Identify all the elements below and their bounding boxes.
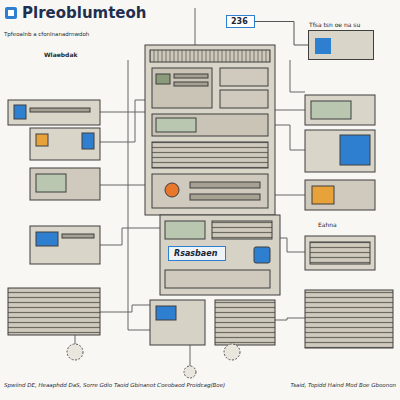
server-rack	[174, 74, 208, 78]
server-rack	[145, 45, 275, 215]
wire	[75, 8, 305, 366]
side-panel	[305, 130, 375, 172]
side-panel	[30, 128, 100, 160]
tag-box: Rsasbaen	[168, 246, 226, 261]
server-rack	[156, 118, 196, 132]
lower-unit	[160, 215, 280, 295]
wire	[100, 185, 148, 186]
wire	[275, 110, 305, 111]
side-panel	[311, 101, 351, 119]
side-panel	[8, 100, 100, 125]
server-rack	[152, 68, 212, 108]
wire	[100, 228, 160, 245]
note-label: Wlaebdak	[44, 52, 124, 59]
wire	[275, 125, 305, 150]
side-panel	[8, 95, 393, 348]
server-rack	[150, 50, 270, 62]
side-panel	[305, 236, 375, 270]
side-panel	[305, 290, 393, 348]
wire	[100, 112, 148, 113]
side-panel	[14, 105, 26, 119]
side-panel	[36, 134, 48, 146]
side-panel	[310, 242, 370, 264]
server-rack	[220, 68, 268, 86]
side-panel	[36, 174, 66, 192]
wire	[275, 318, 305, 320]
wire	[290, 60, 305, 92]
server-rack	[190, 194, 260, 200]
lower-unit	[215, 300, 275, 345]
side-panel	[30, 226, 100, 264]
wire	[275, 195, 305, 196]
side-panel	[36, 232, 58, 246]
node-label: 236	[231, 17, 250, 26]
lower-unit	[156, 306, 176, 320]
wire	[100, 305, 150, 312]
side-panel	[8, 288, 100, 335]
wire	[75, 335, 76, 344]
wire-connector	[255, 22, 308, 46]
screen-icon	[315, 38, 331, 54]
note-label: Tsaid, Topidd Haind Mod Boe Gboonon	[262, 382, 396, 388]
tag-box: 236	[226, 15, 255, 28]
caption: Spwiind DE, Heaaphdd DaS, Sorre Gdio Tao…	[4, 382, 254, 388]
title-icon	[8, 10, 14, 16]
lower-unit	[165, 221, 205, 239]
lower-unit	[150, 215, 280, 345]
device-panel: Tfsa tsn oe na su	[308, 30, 374, 60]
server-rack	[152, 174, 268, 208]
lower-unit	[212, 221, 272, 239]
lower-unit	[165, 270, 270, 288]
wire	[190, 345, 191, 366]
side-panel	[30, 108, 90, 112]
server-rack	[152, 114, 268, 136]
server-rack	[152, 142, 268, 168]
server-rack	[165, 183, 179, 197]
lower-unit	[150, 300, 205, 345]
gear-symbol	[67, 344, 240, 378]
wire	[195, 8, 196, 45]
server-rack	[145, 45, 275, 215]
side-panel	[340, 135, 370, 165]
title-icon	[5, 7, 17, 19]
diagram-title: Plreoblumteoh	[22, 4, 147, 22]
note-label: Tpfeoalnb a cfonlnanadrnwdoh	[4, 31, 144, 37]
node-label: Rsasbaen	[174, 249, 220, 258]
gear-symbol	[184, 366, 196, 378]
lower-unit	[254, 247, 270, 263]
note-label: Eahna	[318, 222, 378, 229]
server-rack	[174, 82, 208, 86]
side-panel	[30, 168, 100, 200]
side-panel	[82, 133, 94, 149]
wire	[100, 100, 148, 142]
side-panel	[305, 95, 375, 125]
gear-symbol	[67, 344, 83, 360]
server-rack	[156, 74, 170, 84]
server-rack	[190, 182, 260, 188]
gear-symbol	[224, 344, 240, 360]
side-panel	[305, 180, 375, 210]
title-icon	[5, 7, 17, 19]
server-rack	[220, 90, 268, 108]
side-panel	[62, 234, 94, 238]
side-panel	[312, 186, 334, 204]
panel-heading: Tfsa tsn oe na su	[309, 21, 360, 28]
wire	[280, 238, 305, 252]
